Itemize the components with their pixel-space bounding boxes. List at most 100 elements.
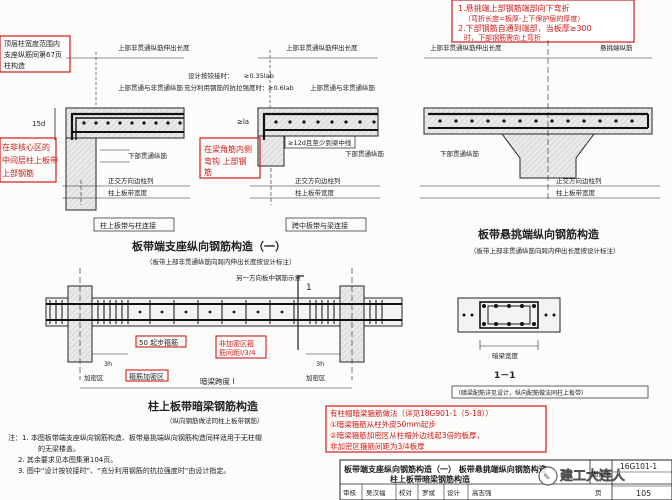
left-title: 板带端支座纵向钢筋构造（一） (132, 239, 286, 253)
tb-review: 审核 (343, 488, 357, 497)
tb-page: 105 (636, 489, 651, 498)
tb-designer: 高志强 (472, 488, 492, 497)
upper-length-label: 上部非贯通纵筋伸出长度 (118, 43, 190, 52)
red-note-box-1 (0, 35, 71, 73)
left-note2-line1: 在非核心区的 (2, 142, 50, 152)
section-box (451, 385, 649, 399)
title-block (339, 459, 672, 500)
tb-main1: 板带端支座纵向钢筋构造（一） 板带悬挑端纵向钢筋构造 (344, 464, 547, 474)
section-title: 1－1 (494, 371, 516, 381)
dense-zone-box (125, 369, 169, 382)
top-note-line3: 2.下部钢筋自通到端部，当板厚≥300 (458, 23, 592, 33)
upper-length-label-b: 上部非贯通纵筋伸出长度 (286, 43, 358, 52)
band-label-b: 柱上板带宽度 (295, 188, 335, 197)
left-note1-line1: 顶层柱宽度范围内 (4, 39, 60, 48)
top-note-line4: 时，下部钢筋需向上弯折 (464, 33, 541, 42)
right-title: 板带悬挑端纵向钢筋构造 (478, 227, 600, 241)
z1-box (284, 135, 356, 149)
watermark-text: 建工大连人 (560, 468, 626, 484)
red-note-box-2 (0, 137, 57, 183)
box-label-b-text: 跨中板带与梁连接 (292, 221, 348, 230)
lower-bar-label-a: 下部贯通纵筋 (128, 151, 168, 160)
dim-3h-left: 3h (104, 360, 112, 368)
stirrup-start-label: 50 起步箍筋 (139, 338, 178, 347)
box-label-a-text: 柱上板带与柱连接 (100, 221, 156, 230)
note-1: 注：1. 本图板带端支座纵向钢筋构造、板带悬挑端纵向钢筋构造同样适用于无柱帽 (8, 433, 262, 442)
dim-la: ≥la (237, 118, 249, 126)
design-hinged: 设计按铰接时： (188, 71, 234, 80)
red-mid-line1: 在梁角筋内侧 (204, 144, 252, 154)
dim-15d-a: 15d (32, 120, 45, 128)
box-label-b (285, 217, 367, 232)
beam-subtitle: （纵向钢筋做法同柱上板带钢筋） (166, 416, 264, 425)
section-box-text: （暗梁配筋详见设计，纵向配筋做法同柱上板带） (455, 389, 587, 397)
right-lower-label: 下部贯通纵筋 (440, 149, 480, 158)
red-mid-line3: 筋 (204, 167, 212, 177)
left-note2-line3: 上部钢筋 (2, 168, 34, 178)
top-note-line2: （弯折长度=板厚-上下保护层的厚度） (464, 14, 584, 23)
left-note1-line3: 柱构造 (4, 61, 25, 70)
dark-beam-width: 暗梁宽度 (492, 351, 519, 360)
box-label-a (93, 217, 175, 232)
bottom-red-line4: 非加密区箍筋间距为3/4板厚 (330, 441, 425, 451)
dense-zone-left: 加密区 (84, 373, 104, 382)
z1-label: ≥12d且至少到梁中线 (288, 138, 352, 147)
cantilever-detail (420, 40, 660, 200)
stirrup-start-box (135, 335, 187, 348)
tb-check: 校对 (399, 488, 413, 497)
red-mid-line2: 弯钩 上部钢 (204, 156, 247, 166)
tb-main2: 柱上板带暗梁钢筋构造 (390, 474, 470, 484)
other-direction-label: 另一方向板中钢筋示意 (236, 273, 302, 282)
nondense-line1: 非加密区箍 (219, 339, 254, 348)
bottom-red-line2: ①暗梁箍筋从柱外皮50mm起步 (330, 419, 436, 429)
top-red-note (451, 0, 635, 43)
note-3: 3. 图中“设计按铰接时”、“充分利用钢筋的抗拉强度时”由设计指定。 (18, 466, 230, 475)
watermark: ✎ 建工大连人 (538, 466, 626, 486)
left-note2-line2: 中间层柱上板带 (2, 155, 58, 165)
tb-atlas: 16G101-1 (620, 462, 657, 471)
upper-bar-label-b: 上部贯通与非贯通纵筋 (310, 83, 376, 92)
end-support-detail-b (250, 50, 380, 205)
end-support-detail-a (54, 52, 190, 211)
left-subtitle: （板带上部非贯通纵筋向跨内伸出长度按设计标注） (146, 257, 296, 266)
dim-3h-right: 3h (316, 360, 324, 368)
tb-checker: 罗斌 (422, 488, 436, 497)
band-label-a: 柱上板带宽度 (108, 188, 148, 197)
note-1b: 的无梁楼盖。 (38, 444, 80, 453)
tb-page-label: 页 (595, 489, 602, 497)
bottom-red-line1: 有柱帽暗梁箍筋做法（详见18G901-1（5-18）） (330, 408, 493, 418)
tb-reviewer: 吴汉福 (366, 488, 386, 497)
col-label-b: 正交方向边柱列 (295, 176, 341, 185)
dense-zone-right: 加密区 (306, 373, 326, 382)
beam-title: 柱上板带暗梁钢筋构造 (148, 399, 259, 413)
hidden-beam-elevation (45, 268, 403, 389)
nondense-line2: 筋间距l/3/4 (219, 348, 256, 357)
design-val2: ≥0.6lab (268, 84, 294, 92)
right-band-label: 柱上板带宽度 (556, 188, 596, 197)
right-upper-label: 上部非贯通纵筋伸出长度 (430, 43, 502, 52)
design-val1: ≥0.35lab (244, 72, 274, 80)
tb-atlas-label: 图集号 (592, 469, 612, 478)
red-note-box-3 (199, 137, 261, 179)
bottom-red-note (325, 405, 547, 453)
right-col-label: 正交方向边柱列 (556, 176, 602, 185)
right-upper2-label: 悬挑端纵筋 (600, 43, 633, 52)
nondense-box (215, 335, 267, 359)
tb-design: 设计 (447, 488, 461, 497)
section-1-1 (457, 297, 561, 350)
bottom-red-line3: ②暗梁箍筋加密区从柱帽外边线起3倍的板厚， (330, 430, 484, 440)
col-label-a: 正交方向边柱列 (108, 176, 154, 185)
right-subtitle: （板带上部非贯通纵筋向跨内伸出长度按设计标注） (470, 246, 620, 255)
dense-zone-label: 箍筋加密区 (129, 372, 164, 381)
left-note1-line2: 支座纵筋同第67页 (4, 50, 62, 59)
upper-bar-label-a: 上部贯通与非贯通纵筋 (118, 83, 184, 92)
top-note-line1: 1.悬挑端上部钢筋端部向下弯折 (458, 3, 570, 13)
watermark-icon: ✎ (543, 473, 551, 483)
note-2: 2. 其余要求见本图集第104页。 (18, 455, 117, 464)
section-mark-top: 1 (306, 283, 312, 293)
full-strength: 充分利用钢筋的抗拉强度时： (184, 83, 269, 92)
span-label: 暗梁跨度 l (200, 376, 234, 386)
lower-bar-label-b: 下部贯通纵筋 (345, 149, 385, 158)
